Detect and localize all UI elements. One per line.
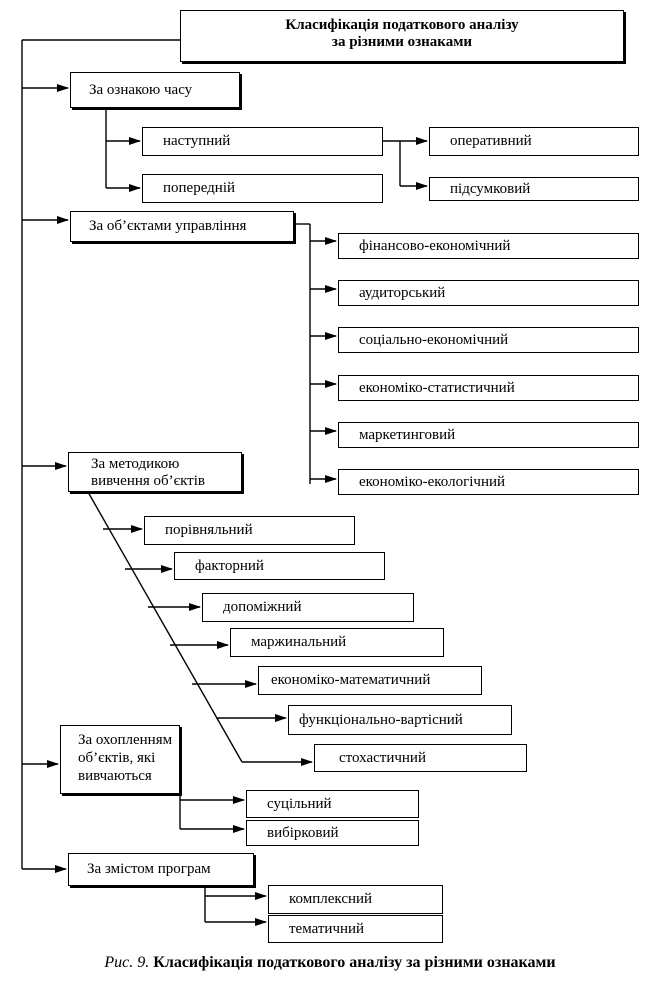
leaf-comparative: порівняльний [144,516,355,545]
diagram-title-line1: Класифікація податкового аналізу [285,17,519,33]
leaf-summary: підсумковий [429,177,639,201]
leaf-operative: оперативний [429,127,639,156]
leaf-auxiliary: допоміжний [202,593,414,622]
leaf-previous: попередній [142,174,383,203]
leaf-selective: вибірковий [246,820,419,846]
figure-label: Рис. 9. [104,954,150,971]
group-programs-label: За змістом програм [87,861,211,877]
group-method-box: За методикою вивчення об’єктів [68,452,242,492]
group-objects-label: За об’єктами управління [89,218,247,234]
leaf-economic-ecological: економіко-екологічний [338,469,639,495]
leaf-thematic: тематичний [268,915,443,943]
group-method-label-line1: За методикою [91,456,180,472]
leaf-complex: комплексний [268,885,443,914]
leaf-functional-cost: функціонально-вартісний [288,705,512,735]
group-method-label-line2: вивчення об’єктів [91,473,205,489]
leaf-financial-economic: фінансово-економічний [338,233,639,259]
diagram-title-box: Класифікація податкового аналізу за різн… [180,10,624,62]
leaf-audit: аудиторський [338,280,639,306]
figure-caption: Рис. 9. Класифікація податкового аналізу… [0,954,660,972]
leaf-social-economic: соціально-економічний [338,327,639,353]
leaf-next: наступний [142,127,383,156]
leaf-marginal: маржинальний [230,628,444,657]
leaf-economic-mathematical: економіко-математичний [258,666,482,695]
leaf-continuous: суцільний [246,790,419,818]
leaf-marketing: маркетинговий [338,422,639,448]
leaf-economic-statistical: економіко-статистичний [338,375,639,401]
leaf-stochastic: стохастичний [314,744,527,772]
group-programs-box: За змістом програм [68,853,254,886]
group-coverage-label-line2: об’єктів, які [78,750,156,766]
group-time-box: За ознакою часу [70,72,240,108]
diagram-title-line2: за різними ознаками [331,34,473,50]
group-coverage-label-line1: За охопленням [78,732,173,748]
group-coverage-label-line3: вивчаються [78,768,152,784]
group-coverage-box: За охопленням об’єктів, які вивчаються [60,725,180,794]
figure-caption-text: Класифікація податкового аналізу за різн… [153,954,556,971]
group-time-label: За ознакою часу [89,81,193,98]
leaf-factor: факторний [174,552,385,580]
group-objects-box: За об’єктами управління [70,211,294,242]
